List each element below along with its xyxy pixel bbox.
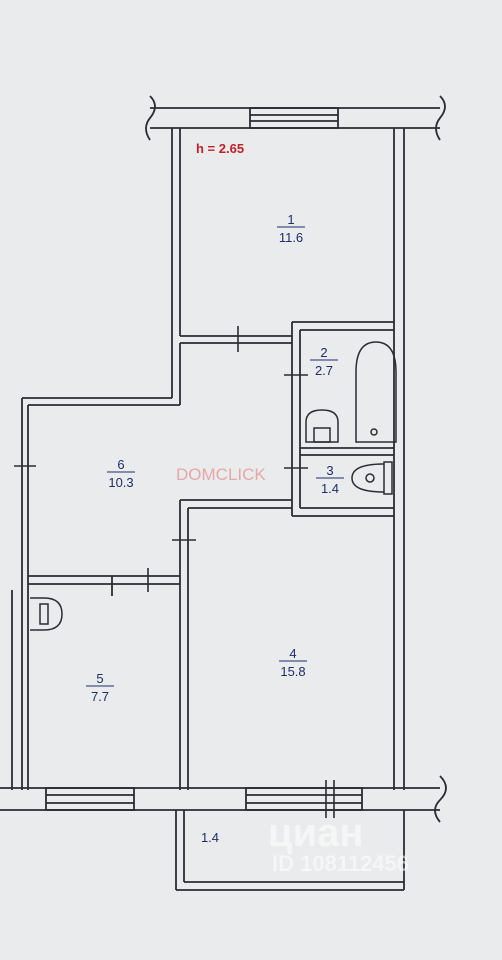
washbasin-icon bbox=[30, 597, 63, 631]
room-1-area: 11.6 bbox=[279, 230, 303, 245]
room-5-area: 7.7 bbox=[91, 689, 109, 704]
room-3-number: 3 bbox=[326, 463, 333, 478]
room-1-number: 1 bbox=[287, 212, 294, 227]
room-5-number: 5 bbox=[96, 671, 103, 686]
cian-id-watermark: ID 108112456 bbox=[272, 851, 409, 876]
label-dividers bbox=[86, 226, 344, 687]
door-marks bbox=[14, 326, 335, 818]
room-2-area: 2.7 bbox=[315, 363, 333, 378]
domclick-watermark: DOMCLICK bbox=[176, 465, 266, 484]
sink-icon bbox=[305, 409, 339, 443]
floor-plan-walls bbox=[0, 95, 447, 891]
room-2-number: 2 bbox=[320, 345, 327, 360]
room-4-area: 15.8 bbox=[280, 664, 305, 679]
room-6-area: 10.3 bbox=[108, 475, 133, 490]
room-4-number: 4 bbox=[289, 646, 296, 661]
toilet-icon bbox=[351, 461, 393, 495]
room-6-number: 6 bbox=[117, 457, 124, 472]
ceiling-height-label: h = 2.65 bbox=[196, 141, 244, 156]
balcony-area: 1.4 bbox=[201, 830, 219, 845]
cian-watermark: циан bbox=[268, 811, 364, 855]
room-3-area: 1.4 bbox=[321, 481, 339, 496]
bathtub-icon bbox=[355, 341, 397, 443]
